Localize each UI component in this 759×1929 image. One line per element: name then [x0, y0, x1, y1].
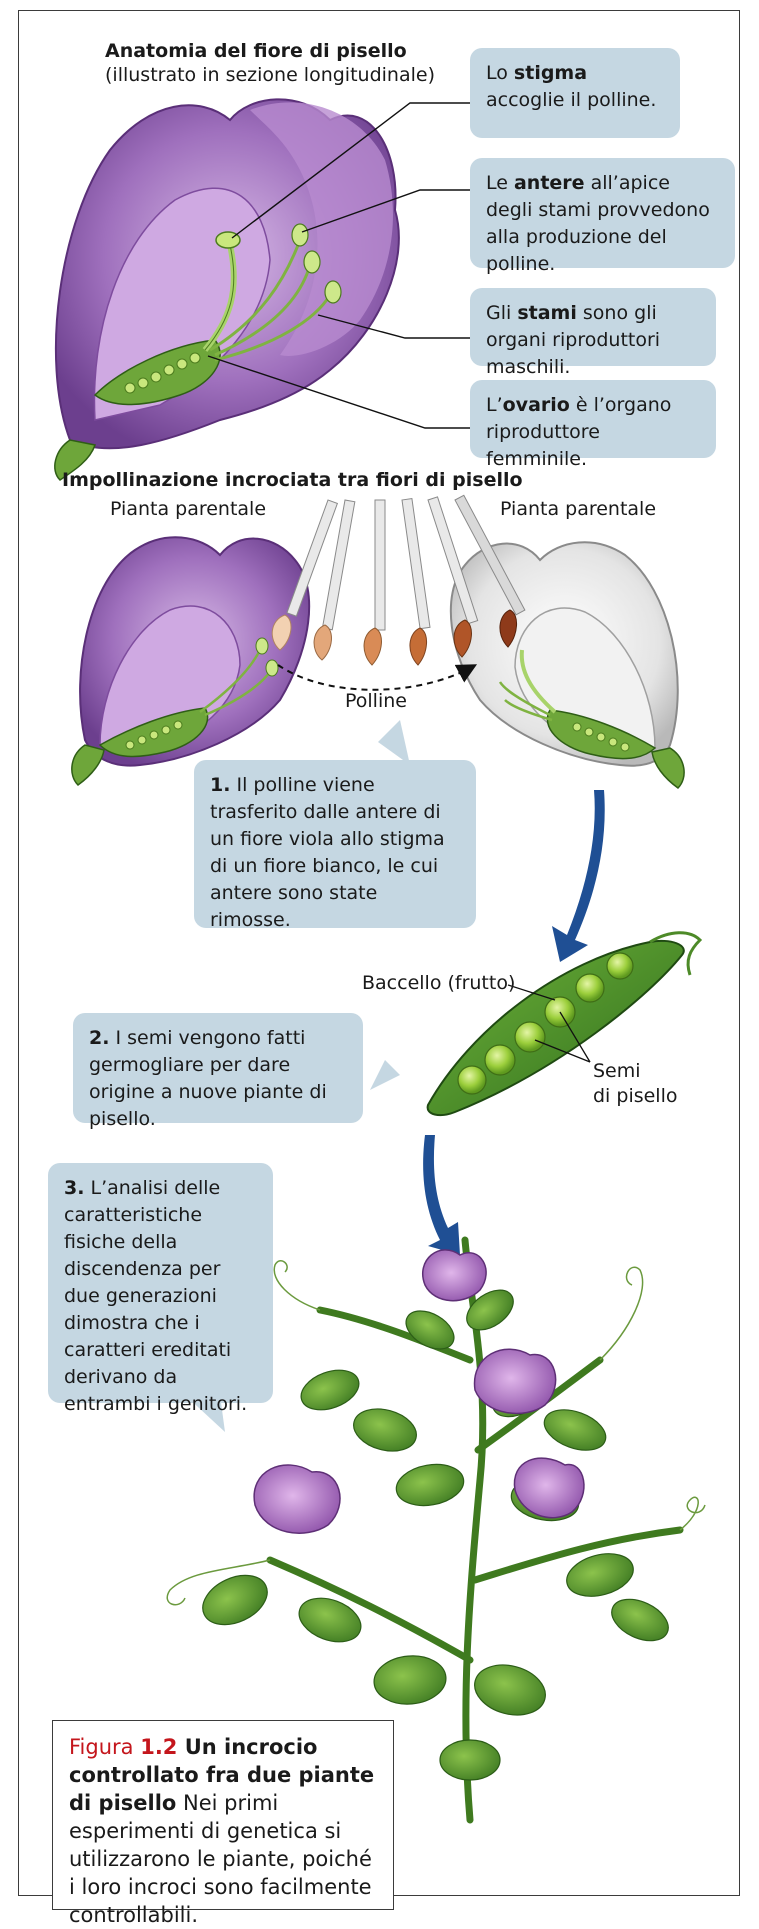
callout-stami-term: stami	[517, 302, 577, 324]
step2-text: I semi vengono fatti germogliare per dar…	[89, 1027, 327, 1130]
blue-arrow-1	[552, 790, 605, 962]
callout-antere-term: antere	[514, 172, 585, 194]
callout-stami: Gli stami sono gli organi riproduttori m…	[470, 288, 716, 366]
step1-number: 1.	[210, 774, 230, 796]
callout-antere: Le antere all’apice degli stami provvedo…	[470, 158, 735, 268]
callout-stigma-post: accoglie il polline.	[486, 89, 656, 111]
anatomy-flower	[55, 99, 399, 480]
step1-callout: 1. Il polline viene trasferito dalle ant…	[194, 760, 476, 928]
callout-stigma-term: stigma	[514, 62, 587, 84]
seeds-label-line1: Semi	[593, 1058, 641, 1084]
pod-label: Baccello (frutto)	[362, 970, 515, 996]
caption-figure-word: Figura	[69, 1735, 140, 1759]
step1-text: Il polline viene trasferito dalle antere…	[210, 774, 445, 931]
step3-text: L’analisi delle caratteristiche fisiche …	[64, 1177, 247, 1415]
parent-label-right: Pianta parentale	[500, 496, 656, 522]
step3-number: 3.	[64, 1177, 84, 1199]
parent-flower-purple	[72, 537, 309, 785]
callout-ovario-pre: L’	[486, 394, 503, 416]
pollination-title: Impollinazione incrociata tra fiori di p…	[62, 467, 523, 493]
bubble-tail-step1	[378, 720, 410, 765]
parent-label-left: Pianta parentale	[110, 496, 266, 522]
callout-stami-pre: Gli	[486, 302, 517, 324]
callout-antere-pre: Le	[486, 172, 514, 194]
bubble-tail-step2	[370, 1060, 400, 1090]
caption-figure-number: 1.2	[140, 1735, 177, 1759]
callout-stigma: Lo stigma accoglie il polline.	[470, 48, 680, 138]
step2-number: 2.	[89, 1027, 109, 1049]
callout-ovario-term: ovario	[503, 394, 570, 416]
step2-callout: 2. I semi vengono fatti germogliare per …	[73, 1013, 363, 1123]
blue-arrow-2	[423, 1135, 460, 1255]
pollen-transfer-arrow	[278, 665, 470, 690]
callout-ovario: L’ovario è l’organo riproduttore femmini…	[470, 380, 716, 458]
parent-flower-white	[451, 542, 684, 788]
figure-caption: Figura 1.2 Un incrocio controllato fra d…	[52, 1720, 394, 1910]
anatomy-title: Anatomia del fiore di pisello	[105, 38, 407, 64]
step3-callout: 3. L’analisi delle caratteristiche fisic…	[48, 1163, 273, 1403]
anatomy-subtitle: (illustrato in sezione longitudinale)	[105, 62, 435, 88]
pollen-label: Polline	[345, 688, 407, 714]
callout-stigma-pre: Lo	[486, 62, 514, 84]
seeds-label-line2: di pisello	[593, 1083, 678, 1109]
